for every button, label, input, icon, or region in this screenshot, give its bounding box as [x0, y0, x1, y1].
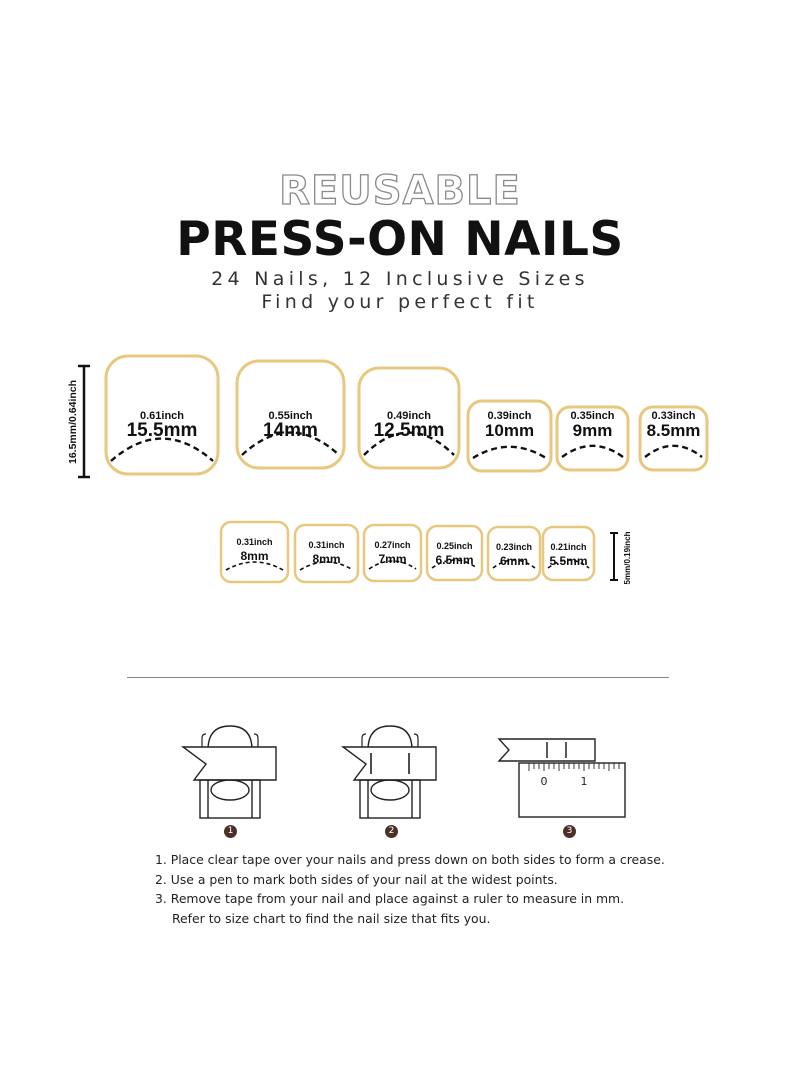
nail-outline — [425, 524, 484, 582]
nail-size-mm: 9mm — [573, 421, 613, 440]
nail-size-mm: 14mm — [263, 420, 318, 441]
nail-size-mm: 5.5mm — [549, 554, 587, 568]
ruler-label-1: 1 — [581, 775, 588, 788]
step-3-badge: 3 — [563, 825, 576, 838]
small-nail-size-3: 0.27inch 7mm — [362, 523, 423, 583]
nail-size-mm: 7mm — [378, 552, 406, 566]
measuring-instructions: 1. Place clear tape over your nails and … — [155, 850, 665, 928]
cuticle-line — [225, 561, 284, 571]
page-title: PRESS-ON NAILS — [176, 212, 624, 267]
nail-outline — [466, 399, 553, 473]
nail-size-mm: 15.5mm — [127, 420, 198, 441]
step-1-badge: 1 — [224, 825, 237, 838]
step-2-badge: 2 — [385, 825, 398, 838]
instruction-step-2: 2. Use a pen to mark both sides of your … — [155, 871, 558, 887]
small-length-label: 5mm/0.19inch — [623, 531, 632, 584]
nail-size-inch: 0.49inch — [387, 410, 431, 422]
mark-nail-illustration — [340, 725, 437, 819]
small-length-indicator: 5mm/0.19inch — [610, 531, 632, 584]
cuticle-line — [110, 437, 214, 462]
nail-size-mm: 6mm — [500, 554, 528, 568]
small-nail-size-5: 0.23inch 6mm — [486, 525, 542, 582]
ruler-label-0: 0 — [541, 775, 548, 788]
cuticle-line — [492, 559, 536, 569]
instruction-step-3: 3. Remove tape from your nail and place … — [155, 891, 625, 906]
cuticle-line — [547, 559, 590, 569]
ruler-measure-illustration: 0 1 — [497, 738, 626, 818]
small-nail-size-6: 0.21inch 5.5mm — [541, 525, 596, 582]
nail-size-inch: 0.35inch — [570, 410, 614, 422]
large-length-indicator: 16.5mm/0.64inch — [67, 364, 90, 479]
tape-over-nail-illustration — [180, 725, 277, 819]
nail-outline — [555, 405, 630, 472]
cuticle-line — [561, 444, 624, 458]
nail-outline — [293, 523, 360, 584]
nail-size-inch: 0.21inch — [550, 542, 586, 552]
nail-size-inch: 0.31inch — [236, 537, 272, 547]
small-nail-size-1: 0.31inch 8mm — [219, 520, 290, 584]
nail-size-mm: 12.5mm — [374, 420, 445, 441]
nail-outline — [486, 525, 542, 582]
cuticle-line — [363, 431, 455, 456]
nail-size-inch: 0.33inch — [651, 410, 695, 422]
nail-outline — [541, 525, 596, 582]
large-length-label: 16.5mm/0.64inch — [67, 380, 79, 464]
nail-outline — [357, 366, 461, 470]
nail-outline — [362, 523, 423, 583]
nail-outline — [638, 405, 709, 472]
nail-size-inch: 0.31inch — [308, 540, 344, 550]
nail-size-chart: 0.61inch15.5mm0.55inch14mm0.49inch12.5mm… — [67, 354, 709, 584]
nail-size-inch: 0.25inch — [436, 541, 472, 551]
nail-size-mm: 8.5mm — [647, 421, 701, 440]
nail-size-inch: 0.55inch — [268, 410, 312, 422]
nail-size-mm: 8mm — [240, 549, 268, 563]
cuticle-line — [241, 431, 340, 456]
nail-size-mm: 10mm — [485, 421, 534, 440]
cuticle-line — [299, 561, 354, 571]
nail-size-inch: 0.39inch — [487, 410, 531, 422]
instruction-step-1: 1. Place clear tape over your nails and … — [155, 852, 665, 867]
section-divider — [127, 677, 669, 678]
subtitle-fit: Find your perfect fit — [261, 291, 539, 313]
reusable-heading: REUSABLE — [279, 167, 521, 214]
nail-outline — [235, 359, 346, 470]
instruction-note: Refer to size chart to find the nail siz… — [172, 910, 491, 926]
cuticle-line — [368, 560, 417, 570]
nail-size-inch: 0.23inch — [496, 542, 532, 552]
nail-size-inch: 0.61inch — [140, 410, 184, 422]
cuticle-line — [644, 444, 703, 458]
cuticle-line — [431, 559, 478, 569]
nail-outline — [219, 520, 290, 584]
nail-size-inch: 0.27inch — [374, 540, 410, 550]
subtitle-sizes: 24 Nails, 12 Inclusive Sizes — [211, 268, 589, 290]
